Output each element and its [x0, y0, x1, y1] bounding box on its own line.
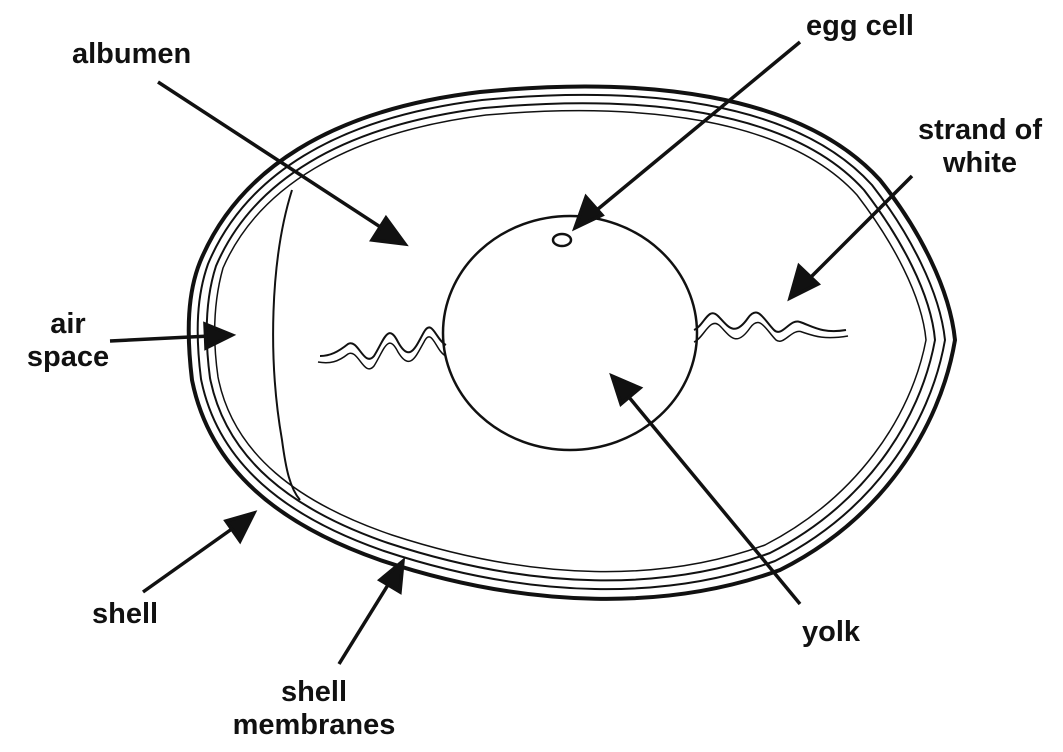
yolk-arrowhead: [612, 376, 640, 404]
shell-inner-line: [198, 95, 945, 589]
label-shell-membranes-line1: shell: [214, 676, 414, 709]
egg-cell-arrowhead: [575, 197, 602, 228]
air-space-arrow: [110, 336, 210, 341]
label-air-space: air space: [18, 308, 118, 374]
air-space-arrowhead: [205, 324, 232, 348]
shell-membrane-outer: [207, 103, 935, 580]
shell-membranes-arrow: [339, 580, 391, 664]
label-strand-of-white-line2: white: [898, 147, 1062, 180]
arrows: [110, 42, 912, 664]
albumen-arrow: [158, 82, 388, 232]
label-strand-of-white: strand of white: [898, 114, 1062, 180]
egg-cell-spot: [553, 234, 571, 246]
strand-of-white-arrow: [808, 176, 912, 280]
label-air-space-line1: air: [18, 308, 118, 341]
air-space-boundary: [273, 190, 300, 500]
yolk-circle: [443, 216, 697, 450]
label-shell-membranes-line2: membranes: [214, 709, 414, 742]
shell-membrane-inner: [215, 111, 926, 572]
label-shell: shell: [92, 598, 158, 631]
shell-arrow: [143, 526, 236, 592]
label-air-space-line2: space: [18, 341, 118, 374]
albumen-arrowhead: [372, 218, 405, 244]
label-strand-of-white-line1: strand of: [898, 114, 1062, 147]
shell-arrowhead: [226, 513, 254, 541]
strand-of-white-arrowhead: [790, 266, 818, 298]
label-albumen: albumen: [72, 38, 191, 71]
shell-outline: [189, 87, 955, 599]
egg-cell-arrow: [592, 42, 800, 214]
label-yolk: yolk: [802, 616, 860, 649]
label-shell-membranes: shell membranes: [214, 676, 414, 742]
strand-left: [320, 327, 446, 358]
label-egg-cell: egg cell: [806, 10, 914, 43]
yolk-arrow: [628, 396, 800, 604]
strand-right: [694, 313, 846, 332]
